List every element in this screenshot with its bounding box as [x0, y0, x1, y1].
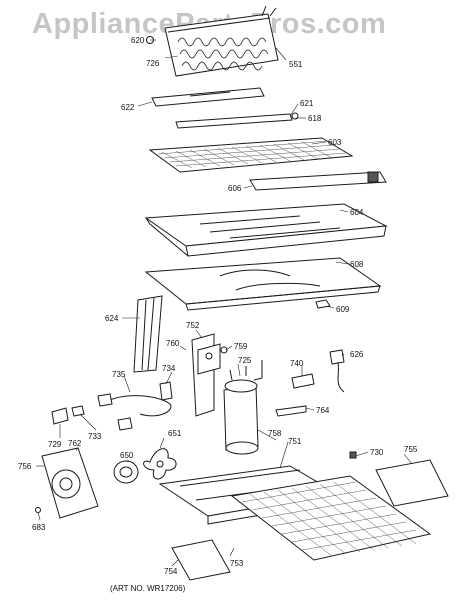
label-759: 759: [234, 342, 248, 351]
drain-trough: [151, 87, 265, 107]
label-753: 753: [230, 559, 244, 568]
label-683: 683: [32, 523, 46, 532]
part-759: [220, 346, 228, 354]
duct-624: [133, 295, 163, 373]
leader-lines: [36, 39, 413, 567]
label-726: 726: [146, 59, 160, 68]
rail-606: [249, 171, 387, 191]
relay-740: [291, 373, 315, 389]
label-729: 729: [48, 440, 62, 449]
label-626: 626: [350, 350, 364, 359]
pan-608: [144, 257, 382, 311]
label-620: 620: [131, 36, 145, 45]
part-729: [51, 407, 69, 425]
label-756: 756: [18, 462, 32, 471]
label-762: 762: [68, 439, 82, 448]
label-734: 734: [162, 364, 176, 373]
plate-754: [171, 539, 231, 581]
art-number: (ART NO. WR17206): [110, 584, 186, 593]
label-650: 650: [120, 451, 134, 460]
label-551: 551: [289, 60, 303, 69]
part-764: [275, 405, 307, 417]
label-758: 758: [268, 429, 282, 438]
part-734: [159, 381, 173, 401]
compressor: [223, 360, 263, 455]
bracket-752: [191, 333, 221, 417]
part-609: [315, 299, 331, 309]
label-730: 730: [370, 448, 384, 457]
part-626: [329, 349, 345, 393]
tray-604: [144, 203, 388, 257]
label-651: 651: [168, 429, 182, 438]
label-733: 733: [88, 432, 102, 441]
label-609: 609: [336, 305, 350, 314]
label-624: 624: [105, 314, 119, 323]
shelf-603: [148, 137, 354, 173]
defrost-heater: [175, 112, 299, 129]
label-764: 764: [316, 406, 330, 415]
evaporator-coil: [164, 5, 279, 77]
fan-motor: [113, 460, 139, 484]
cover-755: [375, 459, 449, 507]
label-608: 608: [350, 260, 364, 269]
wire-harness: [97, 393, 172, 431]
label-754: 754: [164, 567, 178, 576]
label-604: 604: [350, 208, 364, 217]
label-735: 735: [112, 370, 126, 379]
label-622: 622: [121, 103, 135, 112]
label-725: 725: [238, 356, 252, 365]
part-labels: 620 726 551 622 621 618 603 606 604 608 …: [18, 36, 418, 576]
label-751: 751: [288, 437, 302, 446]
screw-683: [35, 507, 41, 513]
part-733: [71, 405, 85, 417]
label-603: 603: [328, 138, 342, 147]
label-760: 760: [166, 339, 180, 348]
fan-blade: [143, 448, 177, 480]
label-606: 606: [228, 184, 242, 193]
fan-shroud: [41, 447, 99, 519]
label-752: 752: [186, 321, 200, 330]
label-740: 740: [290, 359, 304, 368]
condenser-coil: [230, 451, 432, 561]
label-755: 755: [404, 445, 418, 454]
label-621: 621: [300, 99, 314, 108]
label-618: 618: [308, 114, 322, 123]
